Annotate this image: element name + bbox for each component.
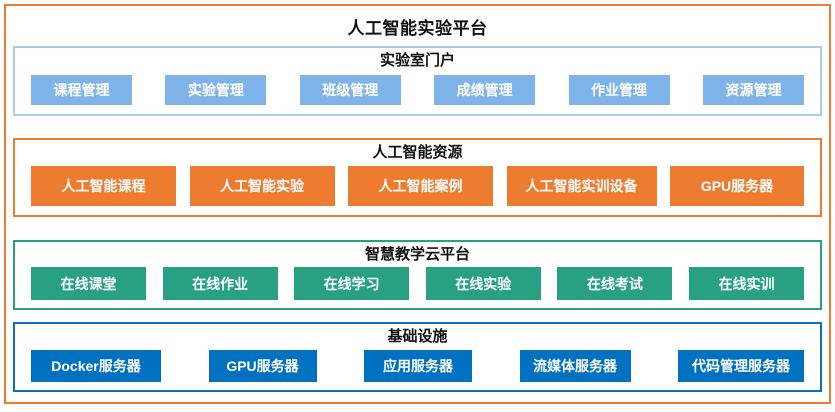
section-smart-teaching-cloud: 智慧教学云平台 在线课堂 在线作业 在线学习 在线实验 在线考试 在线实训: [13, 240, 822, 310]
platform-diagram-frame: 人工智能实验平台 实验室门户 课程管理 实验管理 班级管理 成绩管理 作业管理 …: [4, 4, 831, 404]
ai-training-equipment-box: 人工智能实训设备: [506, 166, 657, 206]
section-infrastructure-title: 基础设施: [387, 328, 448, 345]
online-experiment-box: 在线实验: [425, 267, 541, 300]
section-smart-teaching-cloud-title: 智慧教学云平台: [364, 246, 470, 263]
docker-server-box: Docker服务器: [31, 349, 161, 382]
grade-management-box: 成绩管理: [434, 74, 536, 105]
section-lab-portal: 实验室门户 课程管理 实验管理 班级管理 成绩管理 作业管理 资源管理: [13, 46, 822, 116]
streaming-server-box: 流媒体服务器: [519, 349, 631, 382]
page-title: 人工智能实验平台: [347, 19, 488, 38]
homework-management-box: 作业管理: [568, 74, 670, 105]
online-homework-box: 在线作业: [162, 267, 278, 300]
section-smart-teaching-cloud-row: 在线课堂 在线作业 在线学习 在线实验 在线考试 在线实训: [15, 265, 820, 308]
section-lab-portal-row: 课程管理 实验管理 班级管理 成绩管理 作业管理 资源管理: [15, 71, 820, 114]
section-lab-portal-title: 实验室门户: [379, 52, 455, 69]
ai-experiment-box: 人工智能实验: [189, 166, 335, 206]
ai-course-box: 人工智能课程: [31, 166, 176, 206]
code-management-server-box: 代码管理服务器: [678, 349, 804, 382]
gpu-server-box: GPU服务器: [670, 166, 804, 206]
online-classroom-box: 在线课堂: [31, 267, 146, 300]
online-exam-box: 在线考试: [557, 267, 673, 300]
class-management-box: 班级管理: [299, 74, 401, 105]
resource-management-box: 资源管理: [702, 74, 804, 105]
ai-case-box: 人工智能案例: [348, 166, 493, 206]
section-infrastructure-row: Docker服务器 GPU服务器 应用服务器 流媒体服务器 代码管理服务器: [15, 347, 820, 390]
section-infrastructure: 基础设施 Docker服务器 GPU服务器 应用服务器 流媒体服务器 代码管理服…: [13, 322, 822, 392]
online-training-box: 在线实训: [688, 267, 804, 300]
gpu-server-infra-box: GPU服务器: [208, 349, 317, 382]
section-ai-resources-title: 人工智能资源: [372, 144, 463, 161]
course-management-box: 课程管理: [31, 74, 132, 105]
online-learning-box: 在线学习: [294, 267, 410, 300]
experiment-management-box: 实验管理: [165, 74, 267, 105]
section-ai-resources-row: 人工智能课程 人工智能实验 人工智能案例 人工智能实训设备 GPU服务器: [15, 163, 820, 215]
section-ai-resources: 人工智能资源 人工智能课程 人工智能实验 人工智能案例 人工智能实训设备 GPU…: [13, 138, 822, 217]
app-server-box: 应用服务器: [364, 349, 472, 382]
